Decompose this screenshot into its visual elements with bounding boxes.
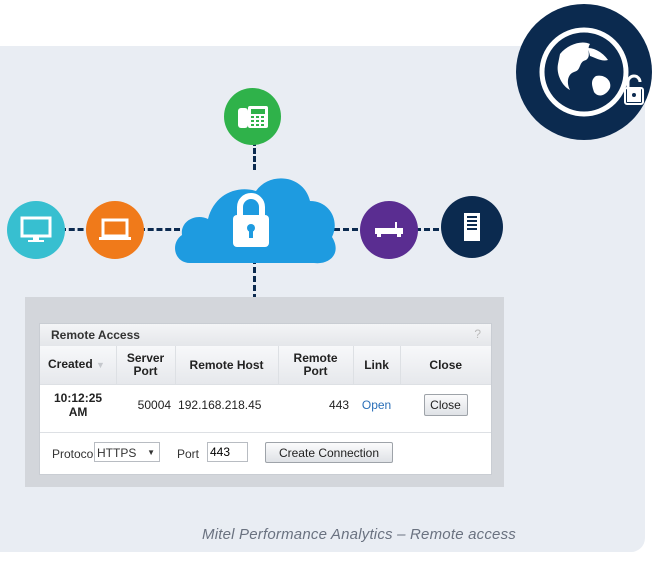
panel-title: Remote Access [51,328,140,342]
port-label: Port [177,447,200,461]
sort-icon: ▼ [96,360,105,370]
column-remote-host[interactable]: Remote Host [175,346,279,385]
cell-created: 10:12:25 AM [40,384,117,425]
router-icon [360,201,418,259]
help-icon[interactable]: ? [474,327,481,341]
protocol-label: Protocol: [52,447,100,461]
table-row: 10:12:25 AM 50004 192.168.218.45 443 Ope… [40,384,491,425]
protocol-select[interactable]: HTTPS ▼ [94,442,160,462]
panel-titlebar: Remote Access ? [40,324,491,347]
table-header-row: Created ▼ Server Port Remote Host Remote… [40,346,491,385]
create-connection-button[interactable]: Create Connection [265,442,393,463]
column-link[interactable]: Link [353,346,401,385]
globe-unlock-icon [516,4,652,140]
caption: Mitel Performance Analytics – Remote acc… [202,526,516,543]
dropdown-arrow-icon: ▼ [147,448,155,457]
cell-server-port: 50004 [116,384,176,425]
column-created[interactable]: Created ▼ [40,346,117,385]
port-input[interactable] [207,442,248,462]
connector-top [253,140,256,170]
open-link[interactable]: Open [353,384,401,425]
remote-access-table: Created ▼ Server Port Remote Host Remote… [40,346,491,425]
remote-access-panel: Remote Access ? Created ▼ Server Port Re… [39,323,492,475]
protocol-value: HTTPS [97,446,137,460]
cell-remote-port: 443 [278,384,354,425]
connector-bottom [253,258,256,300]
connection-form: Protocol: HTTPS ▼ Port Create Connection [40,432,491,475]
column-remote-port[interactable]: Remote Port [278,346,354,385]
server-icon [441,196,503,258]
cell-close: Close [400,384,491,425]
laptop-icon [86,201,144,259]
desk-phone-icon [224,88,281,145]
cell-remote-host: 192.168.218.45 [175,384,279,425]
column-close[interactable]: Close [400,346,491,385]
remote-access-window: Remote Access ? Created ▼ Server Port Re… [25,297,504,487]
column-server-port[interactable]: Server Port [116,346,176,385]
cloud-lock-icon [170,165,340,265]
monitor-icon [7,201,65,259]
close-connection-button[interactable]: Close [423,394,468,416]
